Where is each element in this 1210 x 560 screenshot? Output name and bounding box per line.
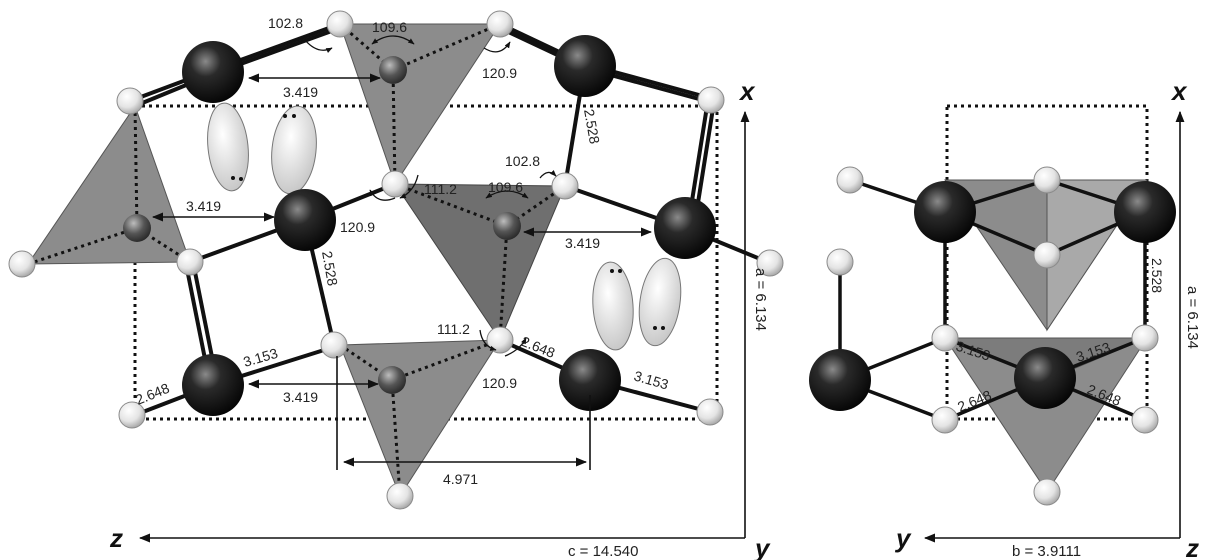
distance-label: 2.528 [1149,258,1165,293]
distance-label: 3.419 [283,84,318,100]
right-view: 2.528 3.153 3.153 2.648 2.648 x y z a = … [809,76,1201,560]
angle-label: 120.9 [340,219,375,235]
small-atoms [8,10,784,510]
central-atoms [123,56,521,394]
right-unit-cell [945,104,1149,421]
angle-label: 109.6 [372,19,407,35]
polyhedron-center [394,183,566,342]
axis-y-label: y [753,533,771,560]
cell-b-label: b = 3.9111 [1012,543,1081,560]
axis-x-label: x [1170,76,1188,106]
distance-label: 2.528 [581,108,603,145]
angle-arcs [304,35,557,357]
angle-label: 120.9 [482,375,517,391]
distance-label: 2.648 [955,387,994,415]
distance-arrows [138,73,750,543]
axis-z-label: z [109,523,123,553]
angle-label: 102.8 [505,153,540,169]
large-atoms [809,181,1176,411]
cell-a-label: a = 6.134 [752,268,769,331]
polyhedron-left [27,104,191,265]
lone-pairs [207,102,682,351]
left-view: 102.8 109.6 120.9 111.2 102.8 109.6 120.… [8,10,784,560]
small-atoms [826,166,1159,506]
axis-z-label: z [1185,533,1199,560]
distance-label: 3.419 [186,198,221,214]
large-atoms [182,35,716,416]
distance-label: 3.419 [565,235,600,251]
axis-y-label: y [894,523,912,553]
distance-label: 4.971 [443,471,478,487]
angle-label: 102.8 [268,15,303,31]
distance-label: 3.419 [283,389,318,405]
distance-label: 3.153 [632,368,670,393]
distance-label: 2.528 [319,250,341,287]
right-axis-arrows [923,110,1185,543]
polyhedron-top [339,23,501,186]
angle-label: 109.6 [488,179,523,195]
axis-x-label: x [738,76,756,106]
angle-label: 111.2 [424,181,457,197]
angle-label: 120.9 [482,65,517,81]
cell-c-label: c = 14.540 [568,543,638,560]
cell-a-label: a = 6.134 [1184,286,1201,349]
angle-label: 111.2 [437,321,470,337]
